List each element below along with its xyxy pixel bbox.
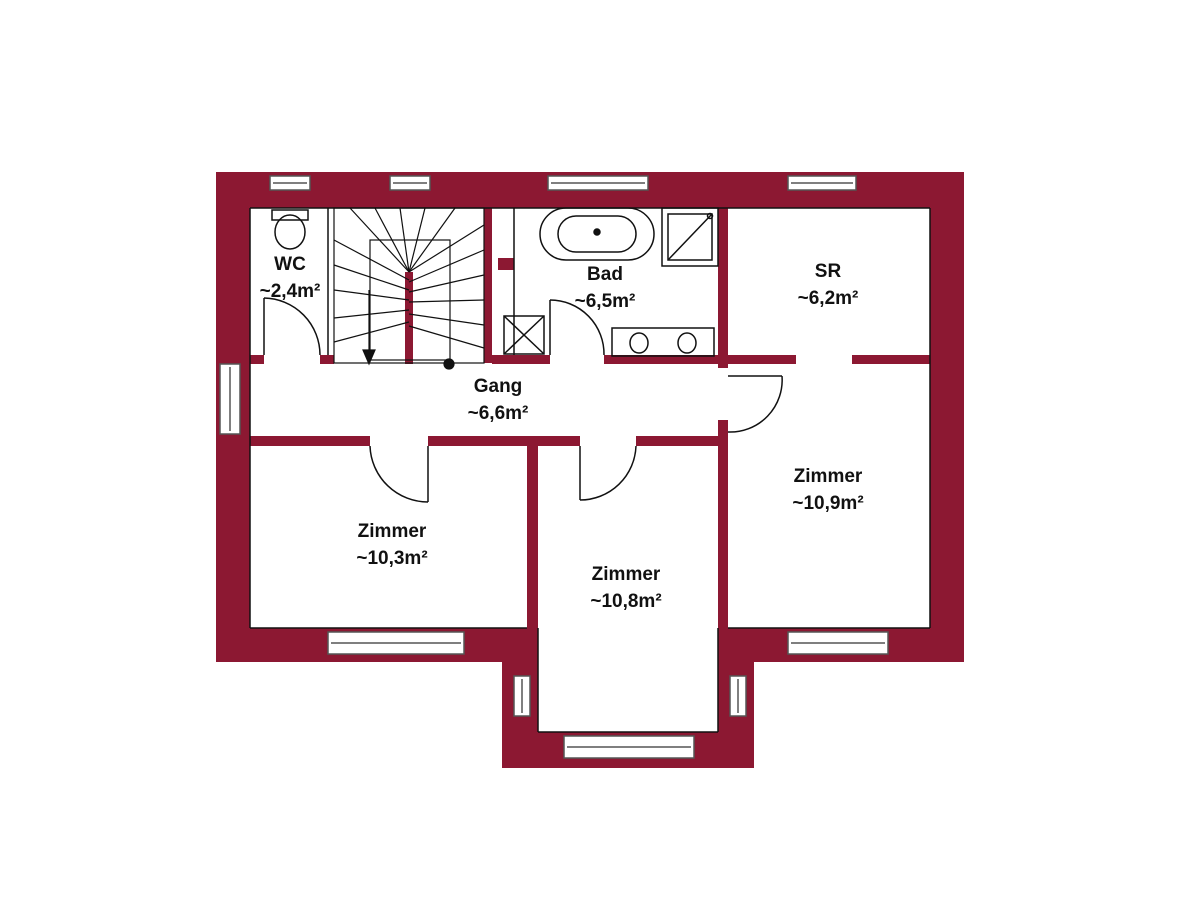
window-icon (787, 631, 889, 655)
window-icon (563, 735, 695, 759)
room-name-zimmer-left: Zimmer (358, 521, 427, 542)
room-area-zimmer-right: ~10,9m² (792, 493, 863, 514)
washer-icon (503, 315, 545, 355)
window-icon (327, 631, 465, 655)
room-area-wc: ~2,4m² (260, 281, 321, 302)
room-area-gang: ~6,6m² (468, 403, 529, 424)
window-icon (787, 175, 857, 191)
door-swing-icon (727, 375, 783, 433)
room-name-zimmer-right: Zimmer (794, 466, 863, 487)
sink-icon (611, 327, 715, 357)
shower-icon (661, 207, 719, 267)
room-name-zimmer-center: Zimmer (592, 564, 661, 585)
window-icon (269, 175, 311, 191)
door-swing-icon (579, 445, 637, 501)
room-area-zimmer-left: ~10,3m² (356, 548, 427, 569)
window-icon (219, 363, 241, 435)
door-swing-icon (549, 299, 605, 356)
windows (219, 175, 889, 759)
door-swing-icon (263, 297, 321, 356)
fixtures (271, 207, 719, 357)
window-icon (513, 675, 531, 717)
bathtub-icon (539, 207, 655, 261)
room-name-bad: Bad (587, 264, 623, 285)
window-icon (547, 175, 649, 191)
doors (263, 297, 783, 503)
toilet-icon (271, 209, 309, 250)
room-labels: WC ~2,4m² Bad ~6,5m² SR ~6,2m² Gang ~6,6… (260, 254, 864, 612)
room-area-zimmer-center: ~10,8m² (590, 591, 661, 612)
room-area-bad: ~6,5m² (575, 291, 636, 312)
door-swing-icon (369, 445, 429, 503)
room-name-sr: SR (815, 261, 842, 282)
window-icon (729, 675, 747, 717)
room-name-gang: Gang (474, 376, 523, 397)
room-name-wc: WC (274, 254, 306, 275)
window-icon (389, 175, 431, 191)
room-area-sr: ~6,2m² (798, 288, 859, 309)
staircase-icon (333, 207, 485, 370)
